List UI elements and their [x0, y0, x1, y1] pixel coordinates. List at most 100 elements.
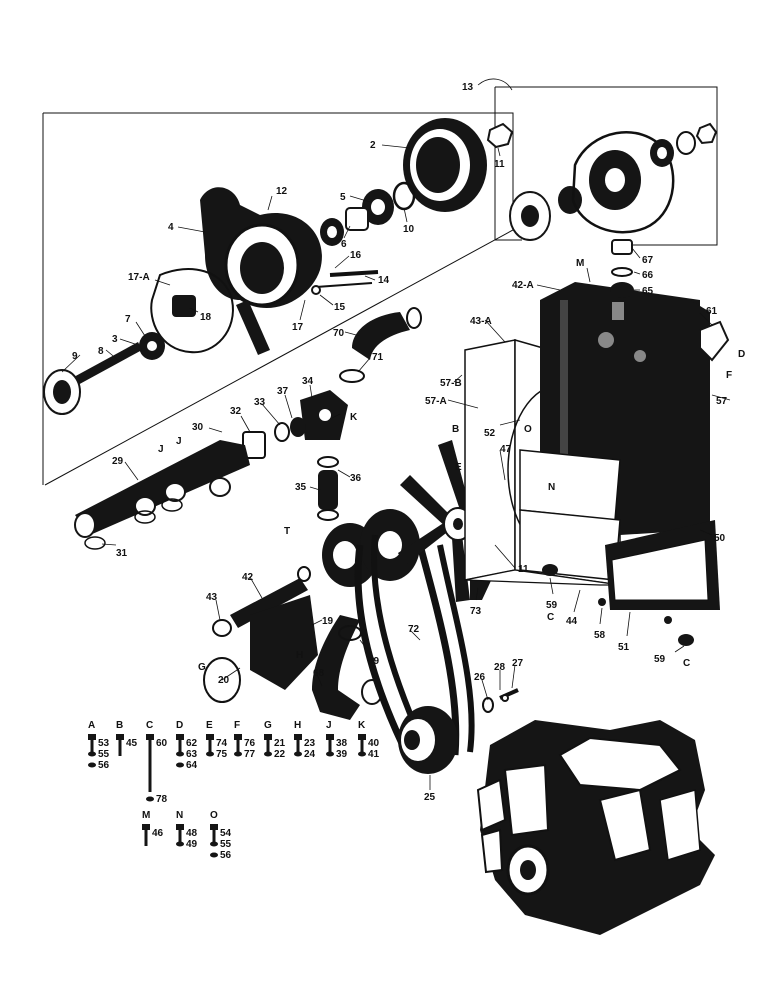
callout-59b: 59	[654, 654, 666, 665]
bolt-shank-icon	[360, 740, 364, 756]
letter-M: M	[576, 258, 584, 269]
legend-part-number: 46	[152, 828, 164, 839]
washer-icon	[358, 751, 366, 757]
callout-32: 32	[230, 406, 242, 417]
inset-bearings	[650, 122, 718, 167]
bolt-head-icon	[358, 734, 366, 740]
legend-letter: E	[206, 720, 213, 731]
bolt-shank-icon	[144, 830, 148, 846]
bolt-shank-icon	[178, 740, 182, 756]
callout-31: 31	[116, 548, 128, 559]
legend-part-number: 60	[156, 738, 168, 749]
bearing-5	[362, 189, 394, 225]
bracket-19-20	[203, 595, 318, 703]
legend-part-number: 76	[244, 738, 256, 749]
callout-57b: 57-B	[440, 378, 462, 389]
letter-B: B	[452, 424, 459, 435]
callout-14: 14	[378, 275, 390, 286]
pump-body-4	[200, 187, 322, 355]
legend-part-number: 56	[98, 760, 110, 771]
legend-part-number: 54	[220, 828, 232, 839]
water-pump-frame	[42, 112, 514, 486]
lower-tank-51	[605, 520, 720, 610]
bolt-16-14	[311, 270, 379, 295]
engine-assembly	[476, 720, 715, 935]
callout-18: 18	[200, 312, 212, 323]
legend-part-number: 40	[368, 738, 380, 749]
washer-icon	[294, 751, 302, 757]
washer-icon	[234, 751, 242, 757]
bolt-shank-icon	[208, 740, 212, 756]
callout-69: 69	[368, 656, 380, 667]
legend-part-number: 23	[304, 738, 316, 749]
spacer-6	[345, 207, 369, 231]
gaskets-31	[84, 498, 183, 550]
callout-4: 4	[168, 222, 174, 233]
callout-9: 9	[72, 351, 78, 362]
reference-letters: M D F K J J T O E N B G H C C	[158, 258, 745, 673]
outlet-34	[300, 390, 348, 440]
callout-6: 6	[341, 239, 347, 250]
crank-pulley-25	[398, 706, 458, 774]
legend-part-number: 55	[220, 839, 232, 850]
seal-7	[139, 332, 165, 360]
letter-G: G	[198, 662, 206, 673]
legend-letter: J	[326, 720, 332, 731]
bolt-shank-icon	[328, 740, 332, 756]
callout-19: 19	[322, 616, 334, 627]
hose-70	[352, 307, 422, 360]
callout-36: 36	[350, 473, 362, 484]
legend-letter: C	[146, 720, 153, 731]
callout-30: 30	[192, 422, 204, 433]
callout-42: 42	[242, 572, 254, 583]
callout-28: 28	[494, 662, 506, 673]
bearing-4b	[320, 218, 344, 246]
legend-part-number: 63	[186, 749, 198, 760]
callout-35: 35	[295, 482, 307, 493]
bolt-head-icon	[234, 734, 242, 740]
bolt-head-icon	[326, 734, 334, 740]
washer-icon	[176, 751, 184, 757]
callout-labels: 13 2 11 12 4 5 6 10 16 14 15 17 17-A 18 …	[72, 82, 728, 803]
washer-icon	[210, 841, 218, 847]
callout-17a: 17-A	[128, 272, 150, 283]
callout-29: 29	[112, 456, 124, 467]
bolt-shank-icon	[178, 830, 182, 846]
callout-20: 20	[218, 675, 230, 686]
callout-50: 50	[714, 533, 726, 544]
bolt-head-icon	[142, 824, 150, 830]
callout-47: 47	[500, 444, 512, 455]
callout-27: 27	[512, 658, 524, 669]
callout-61: 61	[706, 306, 718, 317]
bolt-shank-icon	[90, 740, 94, 756]
legend-part-number: 62	[186, 738, 198, 749]
bolt-head-icon	[206, 734, 214, 740]
callout-12: 12	[276, 186, 288, 197]
inset-pump-body	[571, 131, 675, 234]
cap-67-66-65	[610, 239, 634, 298]
bolt-head-icon	[116, 734, 124, 740]
fan-pulley-2	[403, 118, 487, 212]
bolt-head-icon	[176, 824, 184, 830]
bracket-61	[699, 320, 730, 362]
snap-ring-10	[392, 181, 416, 211]
legend-part-number: 56	[220, 850, 232, 861]
legend-part-number: 55	[98, 749, 110, 760]
washer-icon	[176, 762, 184, 768]
callout-42a: 42-A	[512, 280, 534, 291]
legend-letter: A	[88, 720, 95, 731]
letter-H: H	[296, 650, 303, 661]
legend-part-number: 48	[186, 828, 198, 839]
legend-part-number: 38	[336, 738, 348, 749]
legend-letter: B	[116, 720, 123, 731]
legend-part-number: 53	[98, 738, 110, 749]
callout-15: 15	[334, 302, 346, 313]
legend-part-number: 64	[186, 760, 198, 771]
